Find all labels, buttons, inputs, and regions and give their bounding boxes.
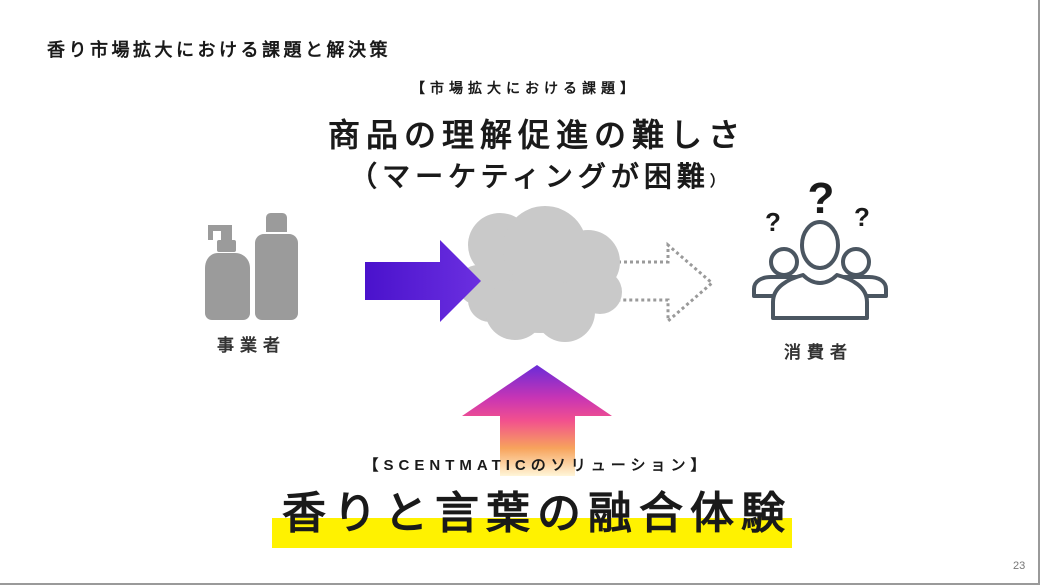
tall-bottle-icon — [255, 213, 298, 320]
flow-diagram — [365, 206, 715, 342]
problem-subline-close: ） — [709, 173, 725, 190]
problem-headline: 商品の理解促進の難しさ — [327, 117, 746, 153]
person-center-icon — [771, 220, 869, 320]
solution-headline: 香りと言葉の融合体験 — [282, 489, 792, 538]
arrow-up-icon — [462, 365, 612, 476]
highlight-bar — [272, 518, 792, 548]
solution-label: 【SCENTMATICのソリューション】 — [363, 457, 711, 474]
business-label: 事業者 — [217, 336, 286, 355]
arrow-right-icon — [365, 240, 481, 322]
dotted-arrow-right-icon — [600, 241, 715, 325]
pump-bottle-icon — [205, 225, 250, 320]
question-mark-right: ? — [854, 202, 870, 232]
consumer-label: 消費者 — [784, 343, 853, 362]
people-icon: ? ? ? — [752, 174, 888, 320]
slide-title: 香り市場拡大における課題と解決策 — [47, 40, 391, 60]
question-mark-left: ? — [765, 207, 781, 237]
cloud-icon — [458, 206, 622, 342]
problem-subline-text: （マーケティングが困難 — [349, 161, 710, 192]
page-number: 23 — [1013, 560, 1026, 572]
bottles-icon — [205, 213, 298, 320]
question-mark-center: ? — [808, 174, 835, 223]
problem-label: 【市場拡大における課題】 — [411, 80, 639, 96]
problem-subline: （マーケティングが困難） — [237, 156, 837, 203]
